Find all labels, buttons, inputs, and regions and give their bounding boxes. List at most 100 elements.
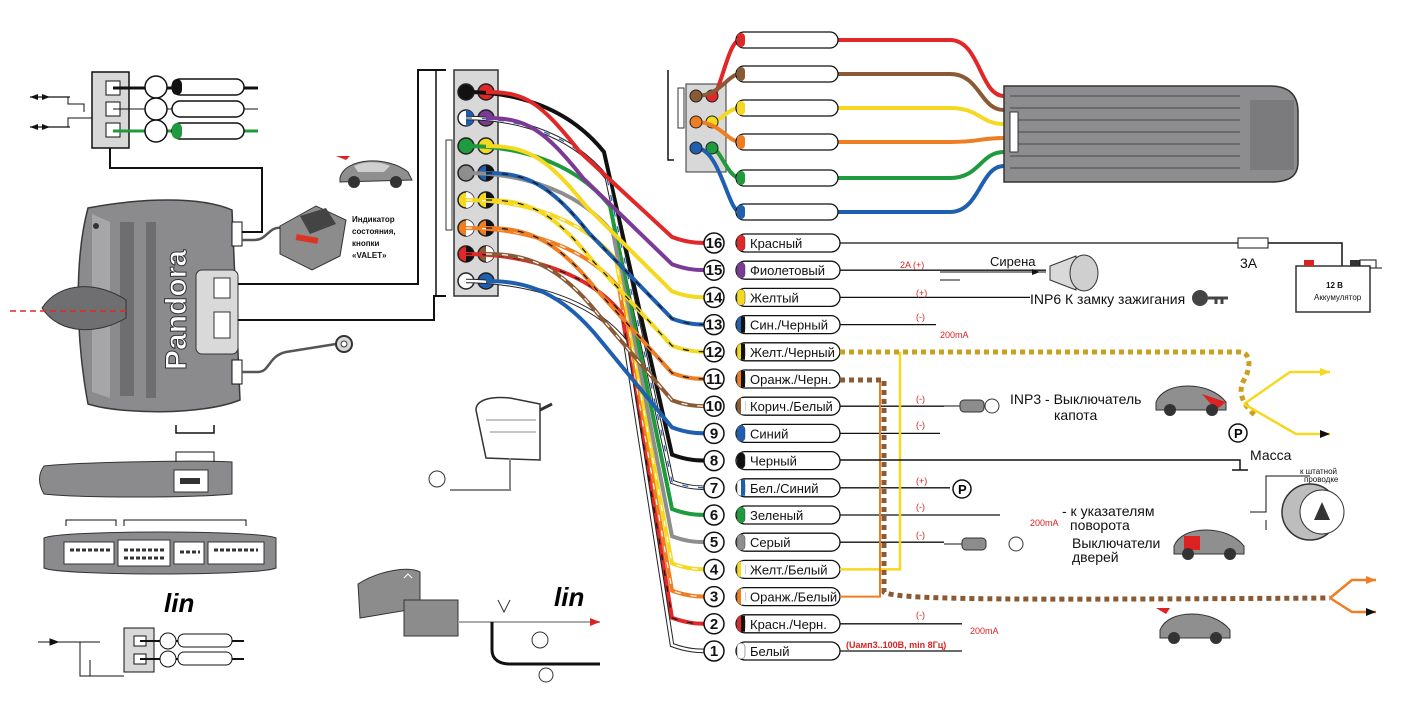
wire-label-9: 9 Синий — [703, 422, 940, 445]
valet-indicator — [279, 205, 347, 271]
wire-number: 16 — [706, 235, 723, 252]
indicator-line-4: «VALET» — [352, 251, 387, 260]
wire-color-swatch — [736, 261, 746, 279]
harness-tag — [735, 31, 839, 49]
unit-connectors-view — [43, 519, 277, 575]
wire-number-badge — [703, 504, 725, 526]
inp3-line-2: капота — [1054, 407, 1098, 423]
minus-9: (-) — [916, 420, 925, 430]
wire-3-to-11-link — [840, 379, 881, 598]
wire-number: 4 — [710, 561, 719, 578]
hood-switch-icon — [944, 398, 1000, 414]
wire-stripe-swatch — [741, 343, 745, 360]
indicator-line-3: кнопки — [352, 239, 380, 248]
harness-pin — [689, 141, 703, 155]
ma-13: 200mA — [940, 330, 969, 340]
wire-paths — [465, 90, 713, 654]
wire-color-name: Синий — [750, 426, 788, 441]
wire-number: 6 — [710, 507, 718, 524]
wire-stripe-swatch — [741, 588, 745, 605]
harness-tag — [735, 203, 839, 221]
wire-color-name: Красный — [750, 236, 802, 251]
wire-number-badge — [703, 531, 725, 553]
to-factory-line-2: проводке — [1304, 475, 1339, 484]
wire-number: 7 — [710, 480, 718, 497]
indicator-line-2: состояния, — [352, 227, 396, 236]
lin-adapter — [357, 568, 600, 683]
key-icon — [1192, 290, 1228, 306]
wire-number-badge — [703, 341, 725, 363]
wire-color-name: Желт./Белый — [750, 562, 828, 577]
to-factory-line-1: к штатной — [1300, 467, 1337, 476]
doors-line-2: дверей — [1072, 549, 1119, 565]
turn-line-1: - к указателям — [1062, 503, 1154, 519]
wire-number: 14 — [706, 289, 723, 306]
brand-logo: Pandora — [160, 250, 193, 370]
car-icon-doors — [1173, 529, 1245, 560]
wire-number-badge — [703, 232, 725, 254]
wire-color-name: Красн./Черн. — [750, 617, 827, 632]
wire-color-name: Зеленый — [750, 508, 803, 523]
wire-number: 11 — [706, 371, 722, 388]
fuse — [1237, 237, 1269, 249]
module-device — [428, 396, 553, 491]
inp3-line-1: INP3 - Выключатель — [1010, 391, 1141, 407]
wire-1 — [465, 279, 713, 653]
parking-sign-ring-top — [1228, 423, 1248, 443]
wire-number: 15 — [706, 262, 723, 279]
wire-color-swatch — [736, 642, 746, 660]
wire-color-name: Черный — [750, 454, 797, 469]
wire-color-swatch — [736, 506, 746, 524]
mass-label: Масса — [1250, 447, 1292, 463]
parking-sign-ring — [952, 479, 972, 499]
wire-color-swatch — [736, 452, 746, 469]
wire-stripe-swatch — [741, 371, 745, 387]
indicator-line-1: Индикатор — [352, 215, 395, 224]
wire-color-swatch — [736, 533, 746, 551]
harness-wire — [838, 136, 1005, 144]
wire-number: 12 — [706, 344, 723, 361]
wire-number: 8 — [710, 453, 718, 470]
wire-number-badge — [703, 585, 725, 608]
minus-13: (-) — [916, 312, 925, 322]
wire-outline-1 — [465, 278, 713, 654]
battery-voltage: 12 В — [1326, 281, 1343, 290]
car-icon-top — [336, 156, 413, 188]
main-unit: Pandora — [10, 199, 243, 434]
wire-number: 5 — [710, 534, 718, 551]
wire-16 — [485, 90, 713, 245]
wire-number: 9 — [710, 425, 718, 442]
siren-label: Сирена — [990, 254, 1036, 269]
harness-pin — [689, 89, 703, 103]
wire-11 — [485, 226, 713, 381]
wire-label-8: 8 Черный — [703, 449, 841, 472]
wire-outline-12 — [485, 199, 713, 353]
harness-wire — [838, 72, 1005, 112]
wire-color-name: Бел./Синий — [750, 481, 819, 496]
wire-color-name: Белый — [750, 644, 790, 659]
harness-swatch — [737, 33, 745, 47]
wire-number-badge — [703, 613, 725, 635]
hazard-button-icon — [1281, 483, 1345, 541]
harness-swatch — [737, 205, 745, 219]
wire-number-badge — [703, 286, 725, 309]
harness-pin — [689, 115, 703, 129]
car-icon-hood — [1155, 385, 1227, 416]
wire-number-badge — [703, 313, 725, 336]
wire-number-badge — [703, 449, 725, 472]
plus-7: (+) — [916, 476, 927, 486]
wire-8 — [465, 90, 713, 463]
wire-stripe-11 — [485, 227, 713, 380]
wire-15 — [485, 116, 713, 273]
top-left-connector — [30, 71, 263, 232]
